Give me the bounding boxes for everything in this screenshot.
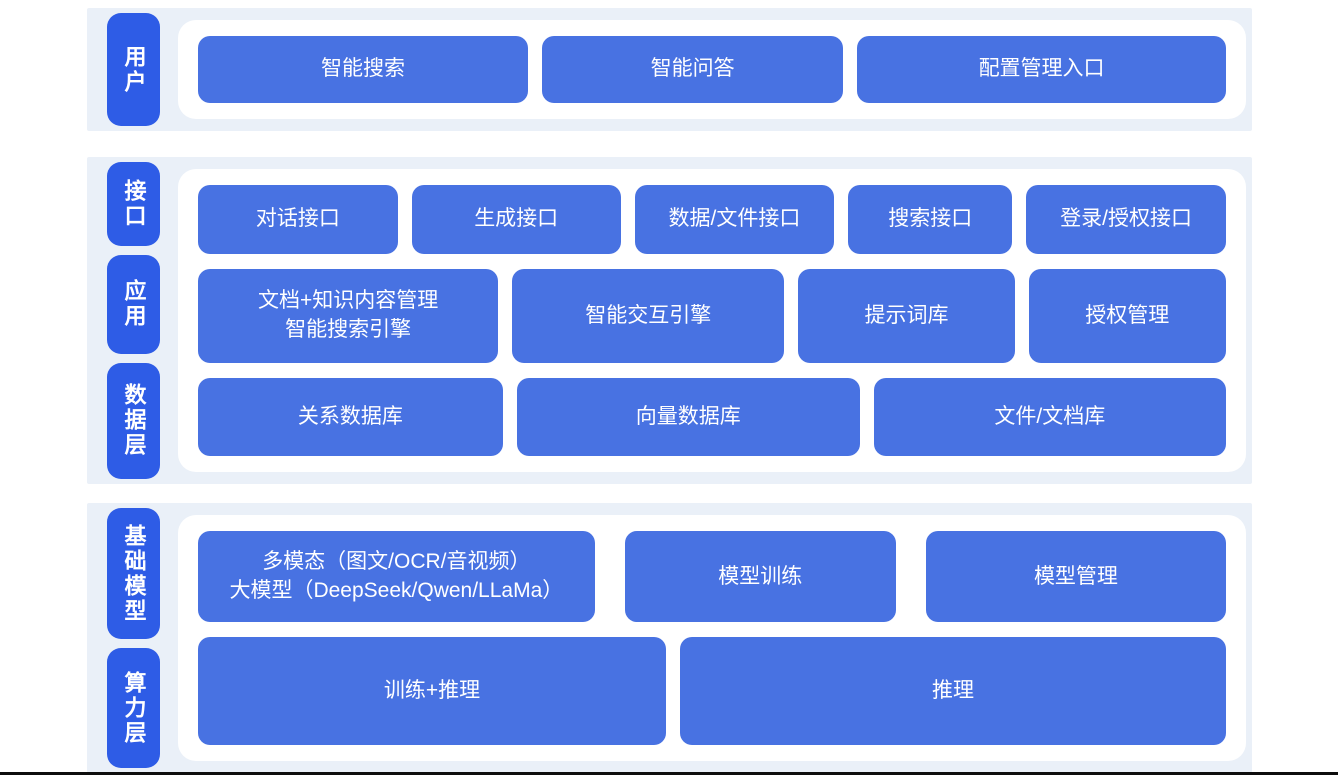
node-multimodal-llm-line1: 多模态（图文/OCR/音视频）	[262, 550, 531, 574]
node-smart-qa: 智能问答	[542, 36, 844, 103]
node-vector-db-label: 向量数据库	[635, 404, 741, 428]
node-prompt-library: 提示词库	[798, 269, 1015, 363]
node-doc-knowledge-line1: 文档+知识内容管理	[257, 289, 439, 313]
layer-tab-foundation-model-label: 基础模型	[121, 523, 147, 624]
node-prompt-library-label: 提示词库	[864, 303, 949, 327]
layer-tab-user-label: 用户	[121, 44, 147, 95]
band-platform: 对话接口 生成接口 数据/文件接口 搜索接口 登录/授权接口 文档+知识内容管理	[178, 169, 1246, 472]
layer-user-tabs: 用户	[107, 8, 160, 131]
layer-tab-data: 数据层	[107, 362, 160, 479]
row-models: 多模态（图文/OCR/音视频） 大模型（DeepSeek/Qwen/LLaMa）…	[198, 531, 1226, 623]
layer-tab-compute: 算力层	[107, 648, 160, 768]
node-login-auth-api: 登录/授权接口	[1026, 185, 1226, 255]
row-interfaces: 对话接口 生成接口 数据/文件接口 搜索接口 登录/授权接口	[198, 185, 1226, 255]
node-training-inference-label: 训练+推理	[383, 679, 481, 703]
node-inference-label: 推理	[932, 679, 975, 703]
node-multimodal-llm: 多模态（图文/OCR/音视频） 大模型（DeepSeek/Qwen/LLaMa）	[198, 531, 595, 623]
row-data-stores: 关系数据库 向量数据库 文件/文档库	[198, 377, 1226, 456]
layer-foundation: 基础模型 算力层 多模态（图文/OCR/音视频） 大模型（DeepSeek/Qw…	[87, 503, 1252, 773]
node-doc-knowledge-line2: 智能搜索引擎	[285, 317, 412, 341]
node-smart-search-label: 智能搜索	[321, 57, 406, 81]
node-auth-management: 授权管理	[1028, 269, 1226, 363]
node-login-auth-api-label: 登录/授权接口	[1060, 207, 1193, 231]
layer-user: 用户 智能搜索 智能问答 配置管理入口	[87, 8, 1252, 131]
layer-platform-tabs: 接口 应用 数据层	[107, 157, 160, 484]
node-relational-db: 关系数据库	[198, 377, 503, 456]
layer-tab-foundation-model: 基础模型	[107, 508, 160, 640]
node-dialog-api: 对话接口	[198, 185, 398, 255]
node-model-training-label: 模型训练	[718, 564, 803, 588]
layer-platform: 接口 应用 数据层 对话接口 生成接口 数据/文件接口 搜	[87, 157, 1252, 484]
layer-tab-interface: 接口	[107, 162, 160, 246]
node-interaction-engine-label: 智能交互引擎	[585, 303, 712, 327]
node-file-doc-store: 文件/文档库	[873, 377, 1226, 456]
bottom-divider	[0, 772, 1338, 775]
node-generation-api-label: 生成接口	[474, 207, 559, 231]
layer-tab-interface-label: 接口	[121, 178, 147, 229]
node-generation-api: 生成接口	[411, 185, 621, 255]
node-search-api: 搜索接口	[848, 185, 1013, 255]
row-applications: 文档+知识内容管理 智能搜索引擎 智能交互引擎 提示词库 授权管理	[198, 269, 1226, 363]
node-model-management-label: 模型管理	[1033, 564, 1118, 588]
node-smart-qa-label: 智能问答	[650, 57, 735, 81]
layer-tab-data-label: 数据层	[121, 383, 147, 459]
row-compute: 训练+推理 推理	[198, 637, 1226, 745]
node-model-training: 模型训练	[624, 531, 896, 623]
node-auth-management-label: 授权管理	[1085, 303, 1170, 327]
node-dialog-api-label: 对话接口	[255, 207, 340, 231]
node-vector-db: 向量数据库	[516, 377, 860, 456]
node-data-file-api-label: 数据/文件接口	[668, 207, 801, 231]
node-training-inference: 训练+推理	[198, 637, 667, 745]
node-config-entry: 配置管理入口	[857, 36, 1226, 103]
node-relational-db-label: 关系数据库	[297, 404, 403, 428]
node-interaction-engine: 智能交互引擎	[512, 269, 785, 363]
layer-tab-compute-label: 算力层	[121, 670, 147, 746]
node-file-doc-store-label: 文件/文档库	[994, 404, 1106, 428]
node-inference: 推理	[680, 637, 1226, 745]
node-data-file-api: 数据/文件接口	[634, 185, 835, 255]
node-smart-search: 智能搜索	[198, 36, 529, 103]
node-config-entry-label: 配置管理入口	[978, 57, 1105, 81]
node-search-api-label: 搜索接口	[888, 207, 973, 231]
node-doc-knowledge-search-engine: 文档+知识内容管理 智能搜索引擎	[198, 269, 499, 363]
band-foundation: 多模态（图文/OCR/音视频） 大模型（DeepSeek/Qwen/LLaMa）…	[178, 515, 1246, 761]
layer-foundation-tabs: 基础模型 算力层	[107, 503, 160, 773]
layer-tab-application-label: 应用	[121, 279, 147, 330]
layer-tab-user: 用户	[107, 13, 160, 126]
node-multimodal-llm-line2: 大模型（DeepSeek/Qwen/LLaMa）	[229, 578, 564, 602]
layer-tab-application: 应用	[107, 254, 160, 354]
node-model-management: 模型管理	[925, 531, 1226, 623]
band-user: 智能搜索 智能问答 配置管理入口	[178, 20, 1246, 119]
row-user-entries: 智能搜索 智能问答 配置管理入口	[198, 36, 1226, 103]
